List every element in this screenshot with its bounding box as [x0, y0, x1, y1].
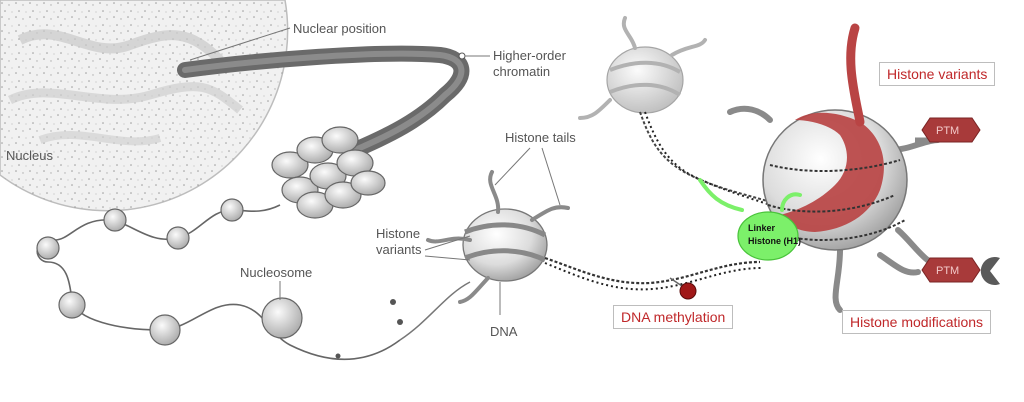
histone-variants-leader-1 — [424, 235, 471, 251]
linker-histone-h1 — [698, 178, 802, 261]
histone-tails-leader-2 — [541, 147, 561, 206]
middle-nucleosome — [426, 170, 570, 304]
nuclear-position-leader — [189, 27, 291, 61]
nucleosome-label: Nucleosome — [240, 265, 312, 280]
ptm-label-lower: PTM — [936, 265, 959, 277]
dna-methylation-dot — [679, 282, 697, 300]
dna-label: DNA — [490, 324, 518, 339]
higher-order-label-line1: Higher-order — [493, 48, 567, 63]
dna-helix-lower — [544, 256, 761, 285]
histone-variants-leader-2 — [424, 255, 471, 261]
higher-order-label-line2: chromatin — [493, 64, 550, 79]
dna-methylation-callout: DNA methylation — [613, 305, 734, 329]
methyl-dot-small-1 — [390, 299, 396, 305]
dna-helix-upper — [639, 111, 781, 206]
nucleus-label: Nucleus — [6, 148, 53, 163]
ptm-label-upper: PTM — [936, 125, 959, 137]
chromatin-cluster — [271, 126, 386, 219]
dna-helix-upper-2 — [644, 111, 786, 211]
dna-strand-left — [36, 204, 401, 361]
histone-tails-label: Histone tails — [505, 130, 576, 145]
ptm-tag-lower — [921, 257, 1000, 286]
dna-helix-lower-2 — [544, 262, 763, 291]
higher-order-chromatin-fiber — [177, 45, 470, 158]
methyl-dot-small-3 — [335, 353, 341, 359]
linker-histone-label-line2: Histone (H1) — [748, 236, 801, 246]
histone-variants-label-line1: Histone — [376, 226, 420, 241]
histone-tails-leader-1 — [494, 147, 531, 186]
linker-histone-label-line1: Linker — [748, 223, 776, 233]
histone-variants-callout: Histone variants — [879, 62, 996, 86]
histone-variants-label-line2: variants — [376, 242, 422, 257]
upper-nucleosome — [578, 16, 707, 120]
histone-modifications-callout: Histone modifications — [842, 310, 992, 334]
nuclear-position-label: Nuclear position — [293, 21, 386, 36]
ptm-tag-upper — [915, 117, 981, 143]
large-nucleosome — [727, 23, 948, 313]
methyl-dot-small-2 — [397, 319, 403, 325]
nucleus — [0, 0, 289, 212]
dna-strand-middle-in — [399, 281, 471, 341]
nucleosome-beads — [36, 198, 303, 346]
higher-order-marker — [458, 52, 466, 60]
